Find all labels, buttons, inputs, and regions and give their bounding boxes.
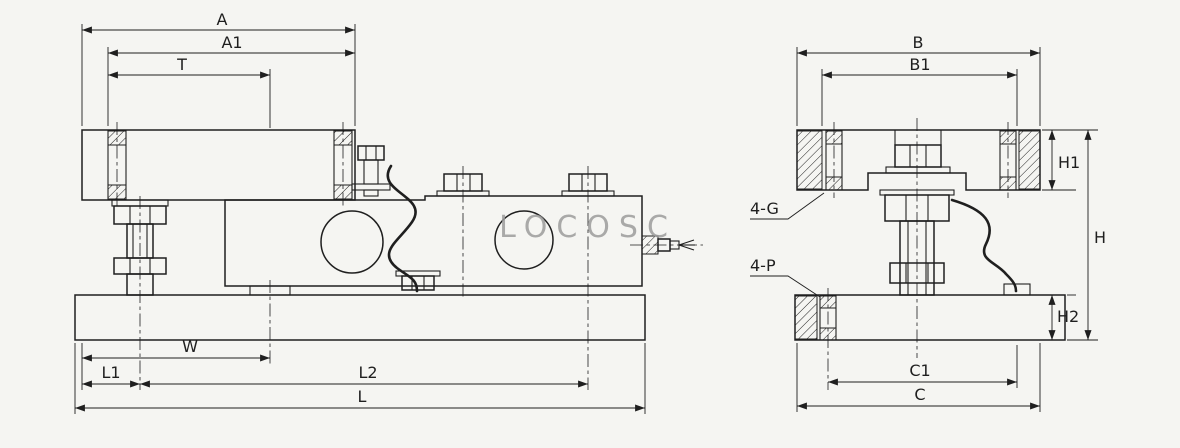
left-mounting-bolt	[111, 196, 169, 390]
load-cell-end-view	[879, 118, 1031, 358]
dim-label-a1: A1	[221, 33, 242, 52]
load-cell-bore	[320, 210, 384, 274]
watermark-text: LOCOSC	[499, 210, 677, 245]
left-view-dimensions: A A1 T W L1 L2 L	[74, 10, 646, 414]
clamp-bolt-head	[357, 145, 385, 161]
flexible-cable	[950, 198, 1018, 293]
dim-label-c1: C1	[909, 361, 930, 380]
dim-label-w: W	[182, 337, 198, 356]
section-hatch	[1018, 130, 1041, 190]
section-hatch	[796, 130, 823, 190]
top-plate-end-view	[796, 122, 1041, 198]
leader-4p	[750, 275, 821, 298]
base-plate-side-view	[74, 294, 646, 341]
dim-label-h: H	[1094, 228, 1106, 247]
hex-bolt	[894, 144, 942, 168]
section-hatch	[794, 295, 818, 340]
base-plate-end-view	[794, 288, 1066, 390]
dim-label-a: A	[217, 10, 228, 29]
dim-label-l2: L2	[358, 363, 377, 382]
load-cell-bore	[494, 210, 554, 270]
dim-label-l1: L1	[101, 363, 120, 382]
load-cell-side-view	[224, 145, 703, 390]
dim-label-b: B	[913, 33, 924, 52]
right-view-dimensions: B B1 H1 H H2 4-G 4-P C1 C	[750, 33, 1106, 412]
leader-4g	[750, 192, 825, 220]
flexible-cable	[386, 164, 419, 293]
dim-label-l: L	[358, 387, 367, 406]
dim-label-t: T	[176, 55, 187, 74]
dim-label-c: C	[914, 385, 925, 404]
dim-label-h2: H2	[1057, 307, 1079, 326]
top-plate-side-view	[81, 122, 356, 208]
right-view: B B1 H1 H H2 4-G 4-P C1 C	[750, 33, 1106, 412]
dim-label-h1: H1	[1058, 153, 1080, 172]
dim-label-b1: B1	[909, 55, 930, 74]
hole-label-4p: 4-P	[750, 256, 776, 275]
left-view: A A1 T W L1 L2 L	[74, 10, 703, 414]
hole-label-4g: 4-G	[750, 199, 779, 218]
